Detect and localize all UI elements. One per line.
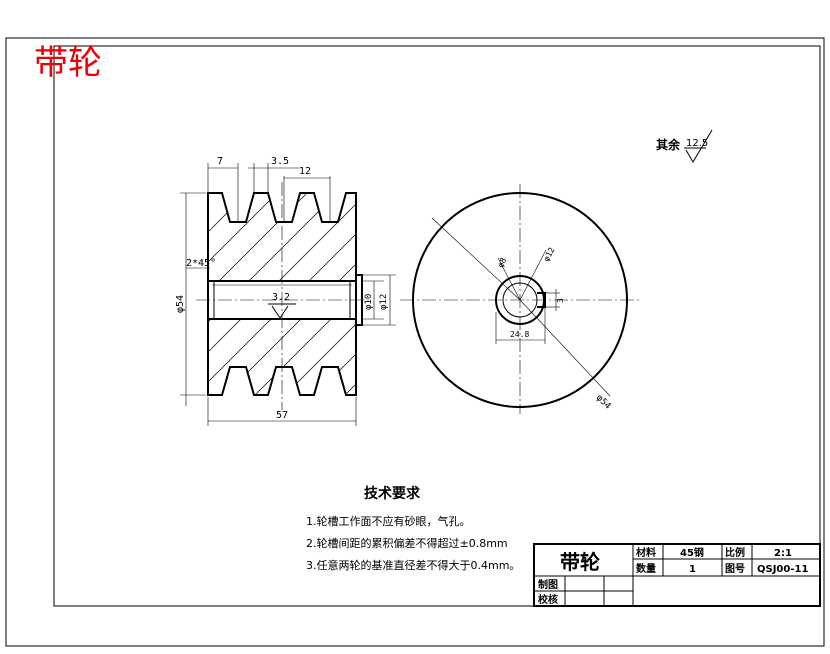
dim-side-keyway: 3 bbox=[556, 298, 565, 303]
dim-chamfer: 2*45° bbox=[186, 258, 216, 269]
dim-groove-top: 3.5 bbox=[271, 156, 289, 167]
tb-qty-label: 数量 bbox=[636, 562, 656, 575]
section-hatching bbox=[208, 193, 356, 395]
tb-name: 带轮 bbox=[560, 550, 600, 574]
dim-outer-dia: φ54 bbox=[175, 295, 186, 313]
red-title: 带轮 bbox=[34, 43, 102, 83]
tb-drawing-no-label: 图号 bbox=[725, 563, 745, 575]
dim-side-inner: φ8 bbox=[496, 256, 509, 269]
inner-frame bbox=[53, 45, 821, 607]
tech-item-2: 2.轮槽间距的累积偏差不得超过±0.8mm bbox=[306, 536, 508, 550]
tb-scale-value: 2:1 bbox=[774, 548, 792, 559]
tb-drawing-no-value: QSJ00-11 bbox=[757, 564, 808, 575]
dim-groove-gap: 12 bbox=[299, 166, 311, 177]
tb-drawn-label: 制图 bbox=[538, 578, 558, 591]
tb-material-label: 材料 bbox=[636, 546, 656, 559]
tech-heading: 技术要求 bbox=[364, 485, 421, 502]
title-block: 带轮 材料 45钢 比例 2:1 数量 1 图号 QSJ00-11 制图 校核 bbox=[533, 543, 821, 607]
roughness-other-label: 其余 bbox=[656, 137, 681, 152]
outer-border bbox=[5, 37, 825, 647]
tech-item-1: 1.轮槽工作面不应有砂眼，气孔。 bbox=[306, 514, 471, 528]
tech-item-3: 3.任意两轮的基准直径差不得大于0.4mm。 bbox=[306, 558, 520, 572]
dim-pitch: 7 bbox=[217, 156, 223, 167]
side-view: φ8 φ12 3 24.8 φ54 bbox=[400, 184, 640, 414]
dim-width: 57 bbox=[276, 410, 288, 421]
tech-requirements: 技术要求 1.轮槽工作面不应有砂眼，气孔。 2.轮槽间距的累积偏差不得超过±0.… bbox=[306, 485, 520, 572]
dim-hub: φ12 bbox=[379, 294, 389, 310]
dim-roughness: 3.2 bbox=[272, 292, 290, 303]
roughness-other-value: 12.5 bbox=[686, 138, 708, 149]
roughness-other-symbol: 其余 12.5 bbox=[656, 129, 713, 163]
tb-material-value: 45钢 bbox=[680, 546, 704, 559]
tb-checked-label: 校核 bbox=[538, 593, 558, 606]
dim-side-inner2: φ12 bbox=[542, 246, 557, 263]
dim-bore: φ10 bbox=[364, 294, 374, 310]
dim-side-key-depth: 24.8 bbox=[510, 330, 529, 339]
tb-scale-label: 比例 bbox=[725, 546, 745, 559]
front-section-view: 7 3.5 12 φ54 2*45° 57 φ10 φ12 3.2 bbox=[175, 156, 396, 426]
tb-qty-value: 1 bbox=[689, 564, 696, 575]
